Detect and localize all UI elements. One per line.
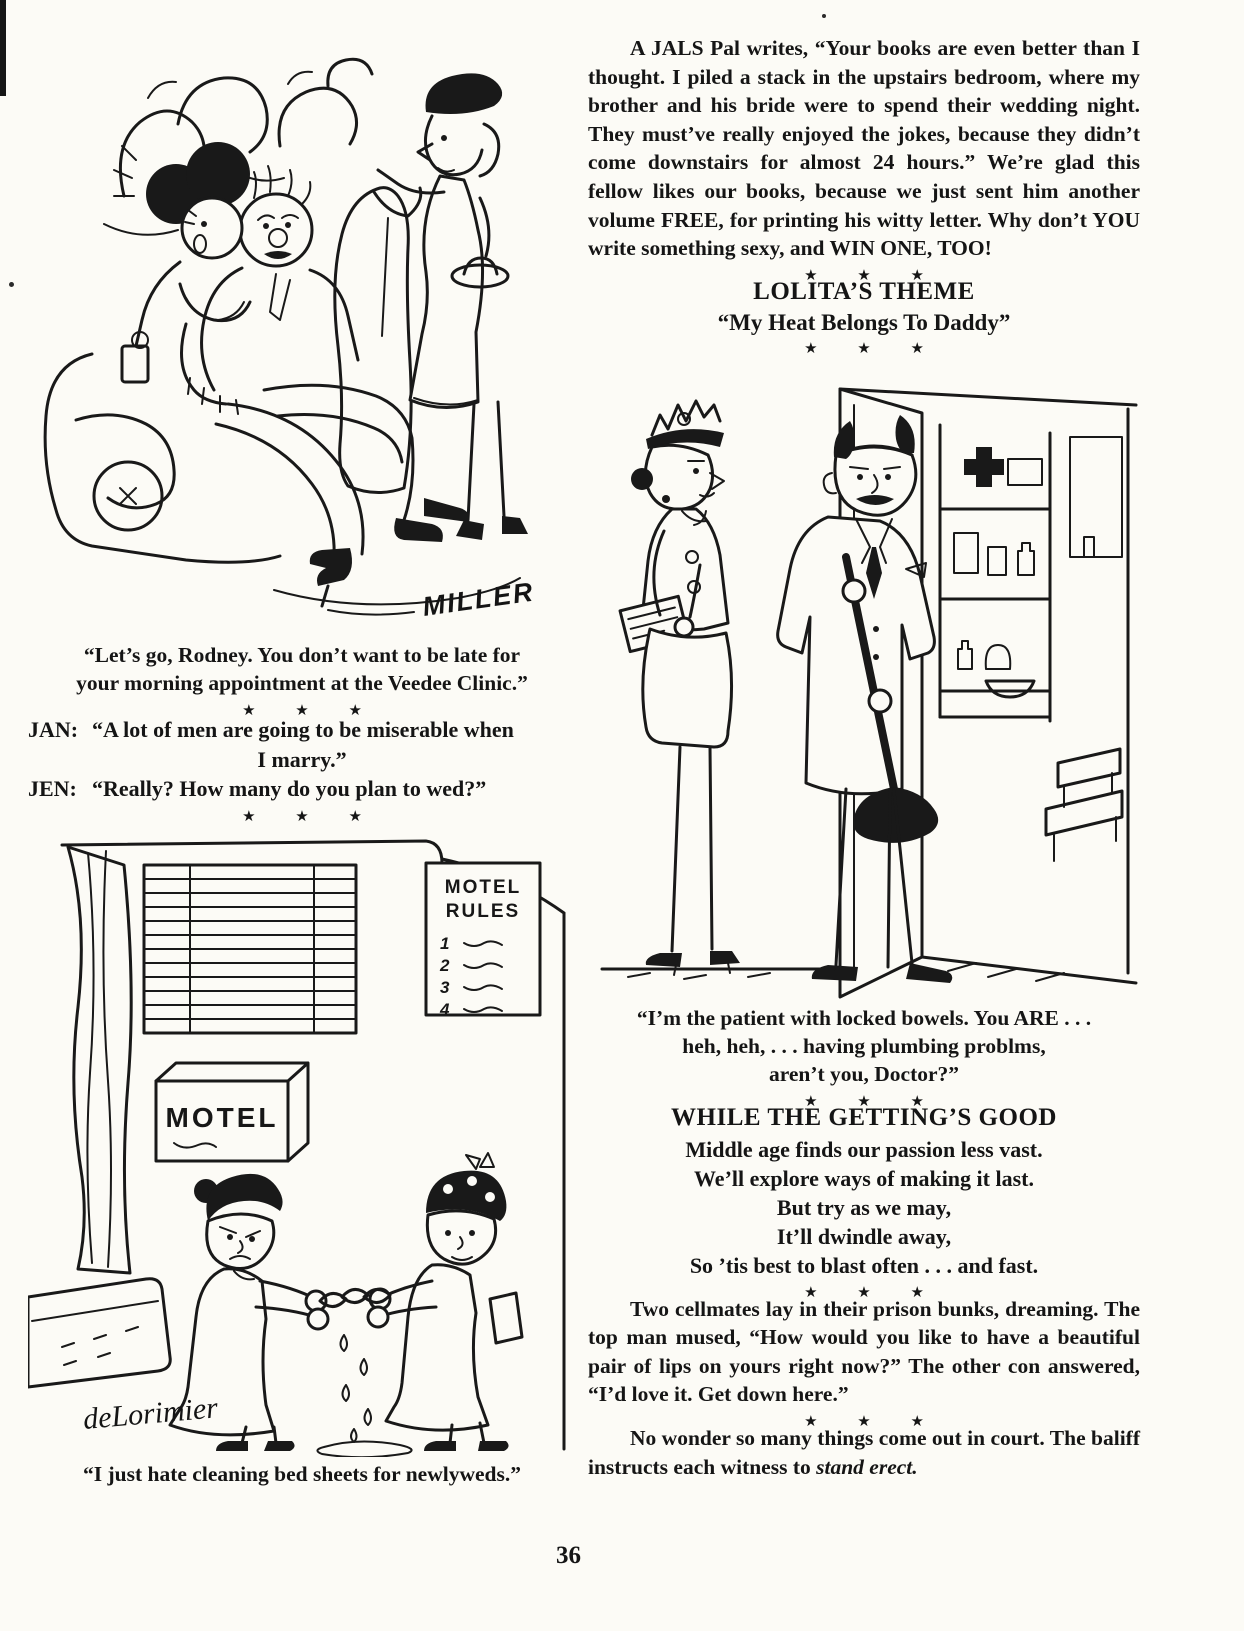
speaker-label: JEN: bbox=[28, 776, 77, 802]
scan-artifact-edge bbox=[0, 0, 6, 96]
rules-sign-line: MOTEL bbox=[445, 877, 522, 898]
seated-man bbox=[200, 165, 469, 542]
doctor-with-plunger bbox=[776, 414, 953, 983]
maid-left bbox=[168, 1173, 330, 1451]
rules-number: 4 bbox=[439, 1000, 450, 1019]
poem-line: We’ll explore ways of making it last. bbox=[694, 1165, 1034, 1191]
jan-jen-jokes: JAN: “A lot of men are going to be misera… bbox=[28, 715, 576, 804]
rules-number: 2 bbox=[439, 956, 450, 975]
plumber-caption: “I’m the patient with locked bowels. You… bbox=[588, 1005, 1140, 1089]
rug bbox=[273, 577, 521, 616]
couch-caption: “Let’s go, Rodney. You don’t want to be … bbox=[28, 642, 576, 698]
stars-divider: ★ ★ ★ bbox=[242, 808, 380, 825]
speech-text: “Really? How many do you plan to wed?” bbox=[92, 776, 487, 802]
armchair bbox=[43, 352, 282, 564]
poem-line: Middle age finds our passion less vast. bbox=[685, 1136, 1043, 1162]
caption-line: your morning appointment at the Veedee C… bbox=[76, 670, 528, 695]
getting-good-title: WHILE THE GETTING’S GOOD bbox=[671, 1103, 1057, 1131]
jals-paragraph: A JALS Pal writes, “Your books are even … bbox=[588, 36, 1140, 261]
poem-line: But try as we may, bbox=[776, 1194, 952, 1220]
standing-woman bbox=[376, 73, 528, 540]
lolita-theme-subtitle: “My Heat Belongs To Daddy” bbox=[717, 309, 1011, 335]
dialog-line: JEN: “Really? How many do you plan to wed… bbox=[28, 774, 576, 804]
caption-line: “I just hate cleaning bed sheets for new… bbox=[83, 1461, 521, 1486]
cellmates-paragraph: Two cellmates lay in their prison bunks,… bbox=[588, 1296, 1140, 1407]
speech-text: “A lot of men are going to be miserable … bbox=[92, 716, 514, 742]
scan-speck bbox=[9, 282, 14, 287]
stars-divider: ★ ★ ★ bbox=[804, 340, 942, 357]
water-drops bbox=[316, 1333, 413, 1457]
floor-hatching bbox=[627, 971, 771, 980]
bathroom-interior bbox=[838, 387, 1138, 985]
stars-divider: ★ ★ ★ bbox=[804, 267, 942, 284]
rules-sign-line: RULES bbox=[446, 901, 520, 922]
poem-line: So ’tis best to blast often . . . and fa… bbox=[689, 1252, 1039, 1278]
left-column: MILLER “Let’s go, Rodney. You don’t want… bbox=[28, 28, 576, 1489]
scan-speck bbox=[822, 14, 826, 18]
patient-woman bbox=[618, 399, 740, 976]
stars-divider: ★ ★ ★ bbox=[804, 1284, 942, 1301]
artist-signature-miller: MILLER bbox=[421, 577, 537, 622]
speech-text-continued: I marry.” bbox=[257, 746, 347, 772]
bed-corner bbox=[28, 1277, 172, 1389]
court-text: No wonder so many things come out in cou… bbox=[588, 1426, 1140, 1479]
right-column: A JALS Pal writes, “Your books are even … bbox=[588, 34, 1140, 1483]
speaker-label: JAN: bbox=[28, 716, 79, 742]
caption-line: “Let’s go, Rodney. You don’t want to be … bbox=[83, 643, 521, 667]
stars-divider: ★ ★ ★ bbox=[804, 1414, 942, 1431]
maid-right bbox=[366, 1151, 524, 1451]
window-blinds bbox=[142, 863, 358, 1035]
stars-divider: ★ ★ ★ bbox=[804, 1093, 942, 1110]
caption-line: aren’t you, Doctor?” bbox=[768, 1061, 960, 1086]
twisted-sheet bbox=[318, 1287, 392, 1308]
motel-caption: “I just hate cleaning bed sheets for new… bbox=[28, 1461, 576, 1489]
motel-sign: MOTEL bbox=[154, 1061, 310, 1163]
rules-number: 3 bbox=[440, 978, 450, 997]
court-paragraph: No wonder so many things come out in cou… bbox=[588, 1424, 1140, 1481]
poem-line: It’ll dwindle away, bbox=[776, 1223, 952, 1249]
motel-sign-text: MOTEL bbox=[166, 1102, 279, 1133]
cartoon-motel-scene: MOTEL MOTEL RULES 1 2 3 4 bbox=[28, 839, 566, 1457]
caption-line: “I’m the patient with locked bowels. You… bbox=[636, 1005, 1092, 1030]
page-number: 36 bbox=[556, 1542, 581, 1569]
cartoon-couch-scene: MILLER bbox=[43, 57, 537, 622]
court-text-italic: stand erect. bbox=[816, 1454, 918, 1479]
getting-good-poem: Middle age finds our passion less vast. … bbox=[588, 1135, 1140, 1280]
dialog-line: JAN: “A lot of men are going to be misera… bbox=[28, 715, 576, 745]
motel-rules-sign: MOTEL RULES 1 2 3 4 bbox=[424, 861, 542, 1019]
cartoon-plumber-doctor-scene bbox=[600, 387, 1138, 999]
caption-line: heh, heh, . . . having plumbing problms, bbox=[682, 1033, 1046, 1058]
curtain-and-rod bbox=[60, 839, 444, 1275]
lolita-theme-title: LOLITA’S THEME bbox=[753, 277, 975, 305]
rules-number: 1 bbox=[440, 934, 449, 953]
stars-divider: ★ ★ ★ bbox=[242, 702, 380, 719]
party-guests-background bbox=[103, 57, 374, 236]
lap-woman bbox=[113, 142, 365, 608]
